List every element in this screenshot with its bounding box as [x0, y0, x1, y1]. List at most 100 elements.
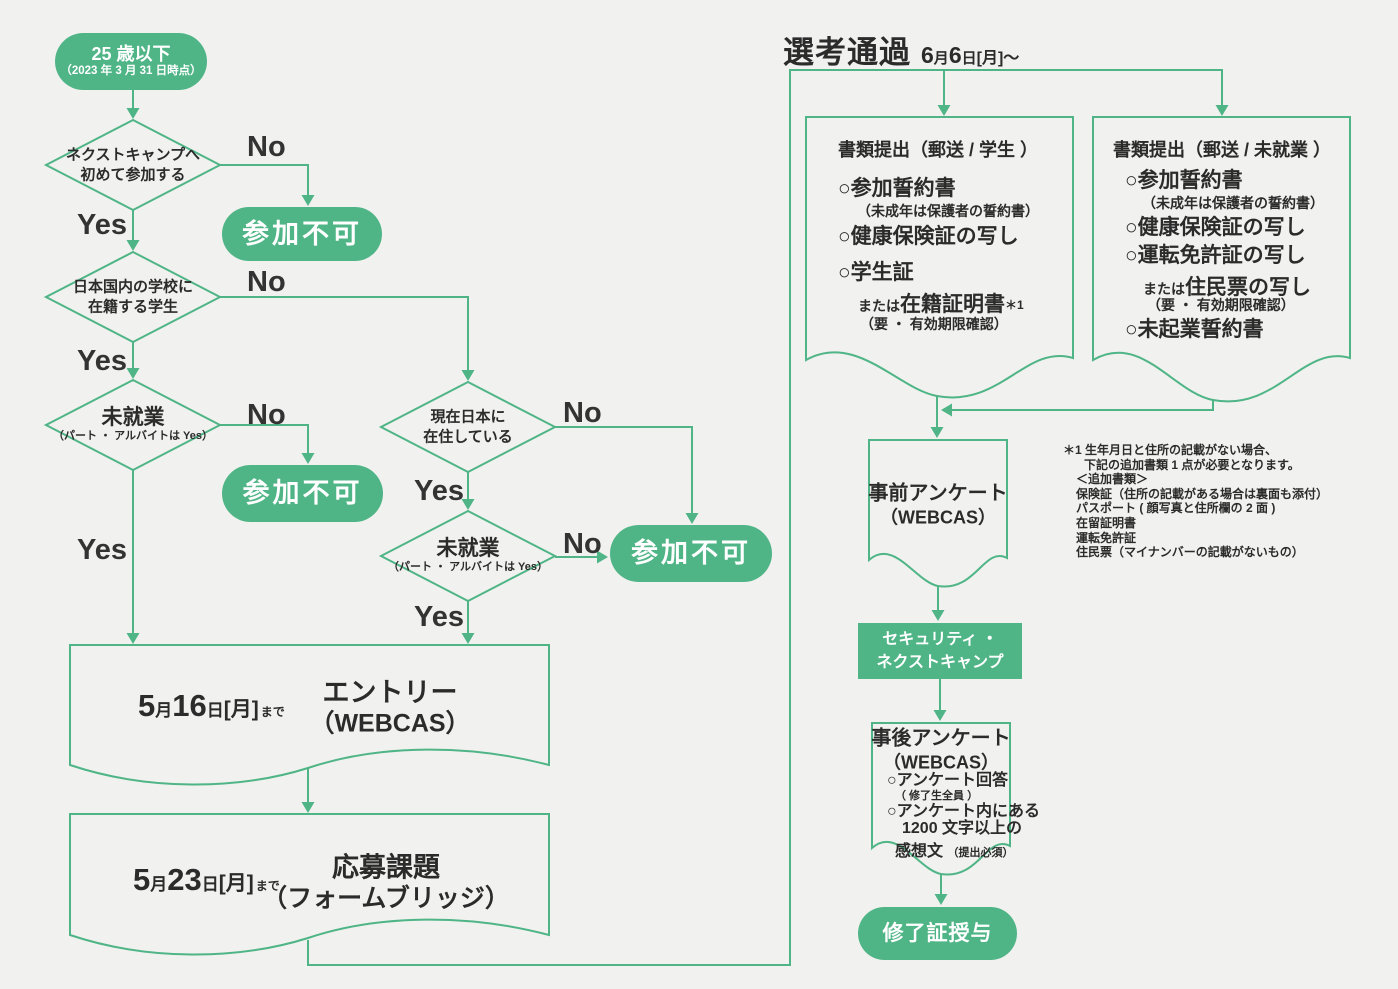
- security-nextcamp-line1: セキュリティ ・: [882, 630, 998, 648]
- diamond-school: [43, 250, 223, 344]
- entry-deadline-day: 16: [172, 688, 207, 723]
- entry-deadline-bracket: [月]: [223, 698, 259, 721]
- apply-title-block: 応募課題 （フォームブリッジ）: [226, 852, 546, 913]
- security-nextcamp-node: セキュリティ ・ ネクストキャンプ: [858, 623, 1022, 679]
- doc-unemployed-item-license: ○運転免許証の写し: [1125, 244, 1306, 267]
- doc-unemployed-residence-main: 住民票の写し: [1185, 276, 1311, 299]
- doc-post-survey: [871, 722, 1011, 876]
- doc-unemployed-item-expiry: （要 ・ 有効期限確認）: [1147, 297, 1295, 313]
- post-survey-item-essay-1: ○アンケート内にある: [887, 803, 1041, 820]
- doc-unemployed-item-residence: または住民票の写し: [1143, 271, 1311, 301]
- label-yes-4: Yes: [414, 475, 464, 507]
- decision-unemployed-right-sub: （パート ・ アルバイトは Yes）: [387, 560, 549, 573]
- label-yes-2: Yes: [77, 345, 127, 377]
- diamond-first-time: [43, 118, 223, 212]
- doc-unemployed-item-pledge-sub: （未成年は保護者の誓約書）: [1142, 195, 1324, 211]
- decision-school-line2: 在籍する学生: [87, 298, 178, 315]
- decision-unemployed-right-label: 未就業 （パート ・ アルバイトは Yes）: [373, 537, 563, 574]
- post-survey-essay-main: 感想文: [895, 843, 944, 860]
- decision-school-label: 日本国内の学校に 在籍する学生: [48, 278, 218, 317]
- header-date-day2: 6: [948, 42, 962, 68]
- reject-node-3: 参加不可: [610, 525, 772, 582]
- certificate-node: 修了証授与: [858, 907, 1017, 960]
- doc-unemployed-item-pledge: ○参加誓約書: [1125, 169, 1243, 192]
- apply-deadline-month: 5: [133, 862, 151, 897]
- decision-unemployed-left-main: 未就業: [101, 405, 165, 429]
- decision-first-time-line2: 初めて参加する: [80, 166, 186, 183]
- doc-student-item-pledge: ○参加誓約書: [838, 177, 956, 200]
- diamond-unemployed-right: [378, 509, 558, 603]
- post-survey-title-block: 事後アンケート （WEBCAS）: [861, 726, 1021, 774]
- doc-student-certificate-note-ref: ＊1: [1005, 298, 1024, 312]
- label-no-2: No: [247, 266, 286, 298]
- decision-school-line1: 日本国内の学校に: [72, 278, 193, 296]
- decision-in-japan-line1: 現在日本に: [430, 408, 506, 426]
- doc-student-item-pledge-sub: （未成年は保護者の誓約書）: [857, 203, 1039, 219]
- apply-deadline-day: 23: [167, 862, 202, 897]
- doc-student-certificate-main: 在籍証明書: [900, 293, 1005, 316]
- post-survey-item-essay-3: 感想文 （提出必須）: [895, 837, 1013, 861]
- decision-in-japan-line2: 在住している: [423, 428, 513, 445]
- start-line2: （2023 年 3 月 31 日時点）: [60, 65, 202, 78]
- doc-student-item-expiry: （要 ・ 有効期限確認）: [860, 316, 1008, 332]
- doc-student: [805, 116, 1074, 399]
- doc-student-certificate-prefix: または: [858, 298, 900, 314]
- footnote-line6: 在留証明書: [1076, 515, 1137, 530]
- decision-in-japan-label: 現在日本に 在住している: [383, 408, 553, 447]
- header-title: 選考通過: [783, 35, 911, 70]
- decision-first-time-label: ネクストキャンプへ 初めて参加する: [48, 146, 218, 185]
- label-yes-3: Yes: [77, 534, 127, 566]
- decision-first-time-line1: ネクストキャンプへ: [65, 146, 201, 164]
- post-survey-item-answer: ○アンケート回答: [887, 772, 1009, 789]
- post-survey-title: 事後アンケート: [871, 727, 1011, 750]
- start-line1: 25 歳以下: [91, 43, 171, 64]
- doc-unemployed-item-no-startup: ○未起業誓約書: [1125, 318, 1264, 341]
- decision-unemployed-left-label: 未就業 （パート ・ アルバイトは Yes）: [38, 405, 228, 443]
- apply-deadline-month-unit: 月: [150, 875, 168, 894]
- doc-unemployed-residence-prefix: または: [1143, 281, 1185, 297]
- header-date-tilde: ～: [1003, 50, 1020, 67]
- doc-student-item-insurance: ○健康保険証の写し: [838, 225, 1019, 248]
- diamond-in-japan: [378, 380, 558, 474]
- entry-title-block: エントリー （WEBCAS）: [250, 677, 530, 738]
- header-date-bracket: [月]: [976, 50, 1004, 67]
- post-survey-subtitle: （WEBCAS）: [883, 752, 999, 773]
- doc-apply: [69, 813, 550, 956]
- footnote-line2: 下記の追加書類 1 点が必要となります。: [1084, 457, 1300, 472]
- entry-deadline-day-unit: 日: [206, 701, 224, 720]
- doc-student-item-certificate: または在籍証明書＊1: [858, 288, 1024, 318]
- apply-deadline-suffix: まで: [255, 879, 280, 893]
- footnote-line5: パスポート ( 顔写真と住所欄の 2 面 ): [1076, 501, 1276, 516]
- doc-unemployed-title: 書類提出（郵送 / 未就業 ）: [1113, 140, 1332, 160]
- doc-unemployed: [1092, 116, 1351, 403]
- entry-deadline-suffix: まで: [260, 705, 285, 719]
- doc-student-title: 書類提出（郵送 / 学生 ）: [838, 140, 1039, 160]
- header-date-unit1: 月: [933, 50, 949, 67]
- doc-unemployed-item-insurance: ○健康保険証の写し: [1125, 216, 1306, 239]
- footnote: ＊1 生年月日と住所の記載がない場合、 下記の追加書類 1 点が必要となります。…: [1063, 443, 1328, 560]
- pre-survey-title: 事前アンケート: [868, 482, 1008, 505]
- label-yes-1: Yes: [77, 209, 127, 241]
- apply-subtitle: （フォームブリッジ）: [262, 884, 510, 913]
- section-header: 選考通過 6 月 6 日 [月] ～: [783, 27, 1019, 72]
- security-nextcamp-line2: ネクストキャンプ: [876, 654, 1004, 671]
- entry-deadline-month: 5: [138, 688, 156, 723]
- entry-subtitle: （WEBCAS）: [309, 709, 471, 738]
- reject-node-2: 参加不可: [222, 465, 383, 522]
- post-survey-essay-required: （提出必須）: [947, 847, 1014, 859]
- label-no-4: No: [563, 397, 602, 429]
- doc-student-item-student-id: ○学生証: [838, 261, 914, 284]
- footnote-line3: ＜追加書類＞: [1076, 472, 1149, 487]
- entry-title: エントリー: [322, 677, 458, 708]
- post-survey-item-answer-sub: （ 修了生全員 ）: [895, 790, 979, 802]
- apply-deadline-bracket: [月]: [218, 872, 254, 895]
- footnote-line7: 運転免許証: [1076, 530, 1137, 545]
- footnote-line1: ＊1 生年月日と住所の記載がない場合、: [1063, 443, 1278, 457]
- footnote-line4: 保険証（住所の記載がある場合は裏面も添付）: [1076, 486, 1329, 501]
- label-no-5: No: [563, 528, 602, 560]
- header-date-unit2: 日: [961, 50, 977, 67]
- pre-survey-subtitle: （WEBCAS）: [880, 507, 996, 528]
- pre-survey-title-block: 事前アンケート （WEBCAS）: [858, 481, 1018, 529]
